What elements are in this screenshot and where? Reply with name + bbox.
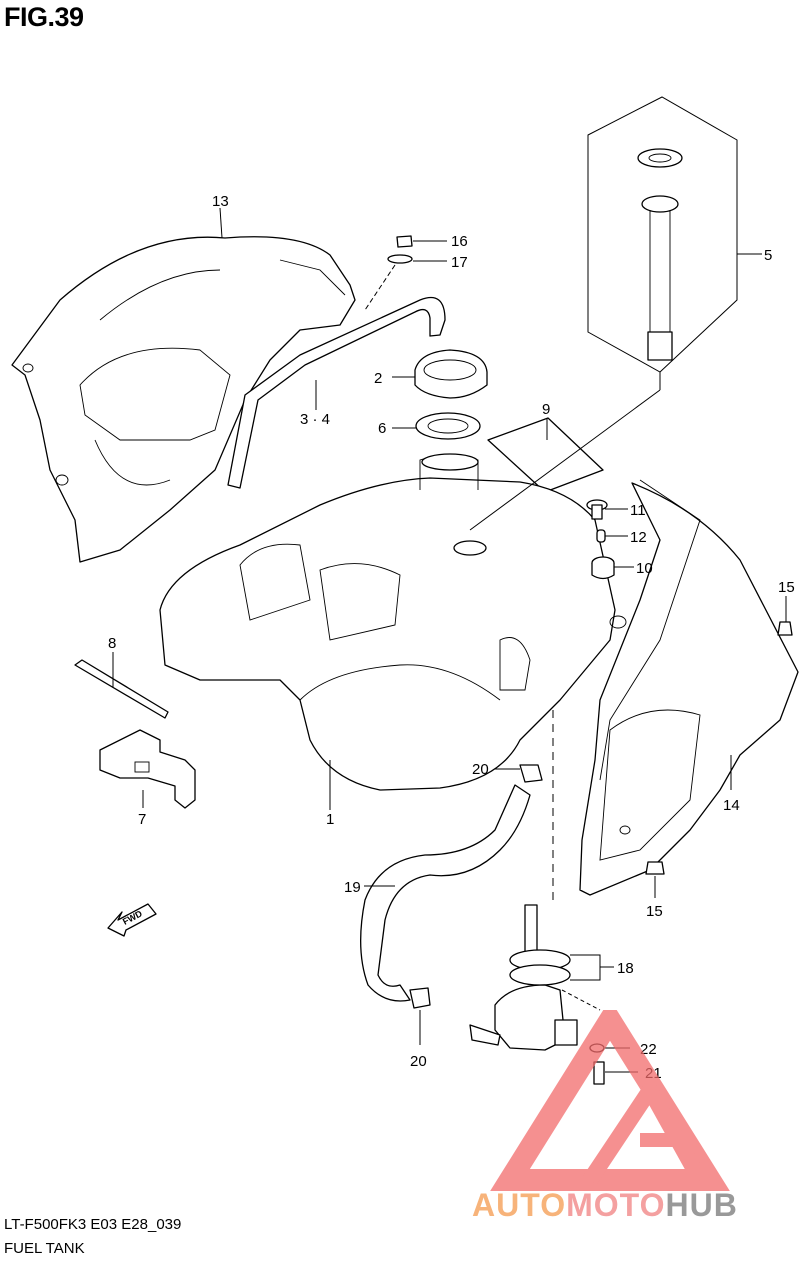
figure-name: FUEL TANK [4,1240,85,1257]
leader-lines [112,207,787,1073]
callout-18: 18 [617,960,634,977]
part-10-cushion [591,556,615,580]
callout-2: 2 [374,370,382,387]
figure-code: LT-F500FK3 E03 E28_039 [4,1216,182,1233]
figure-title: FIG.39 [4,2,84,32]
part-7-bracket [99,729,196,809]
callout-7: 7 [138,811,146,828]
callout-15-lower: 15 [646,903,663,920]
callout-1: 1 [326,811,334,828]
watermark-text-moto: MOTO [566,1187,665,1223]
part-16-clip [396,235,413,248]
callout-9: 9 [542,401,550,418]
automotohub-watermark: AUTOMOTOHUB [472,1010,738,1223]
fuel-valve-assembly [469,904,605,1085]
part-14-side-cover [579,479,799,896]
callout-19: 19 [344,879,361,896]
watermark-triangle-icon [490,1010,730,1191]
part-12-collar [596,529,606,543]
part-15-bolt-upper [777,621,793,636]
part-8-cable-tie [74,659,169,719]
callout-5: 5 [764,247,772,264]
callout-6: 6 [378,420,386,437]
callout-17: 17 [451,254,468,271]
callout-16: 16 [451,233,468,250]
watermark-text-auto: AUTO [472,1187,566,1223]
part-15-bolt-lower [645,861,665,875]
callout-12: 12 [630,529,647,546]
part-17-clip [387,254,413,264]
callout-22: 22 [640,1041,657,1058]
callout-13: 13 [212,193,229,210]
callout-14: 14 [723,797,740,814]
part-13-side-cover [11,236,356,563]
callout-20-upper: 20 [472,761,489,778]
callout-3-4: 3 · 4 [300,411,330,428]
part-3-4-hose [227,296,446,489]
fwd-arrow-icon: FWD [107,903,157,937]
part-6-gasket [415,412,481,440]
part-1-fuel-tank [159,453,627,791]
part-20-clamp-upper [519,764,543,783]
watermark-text-hub: HUB [665,1187,737,1223]
callout-10: 10 [636,560,653,577]
callout-15-upper: 15 [778,579,795,596]
callout-20-lower: 20 [410,1053,427,1070]
callout-11: 11 [630,502,646,519]
svg-text:AUTOMOTOHUB: AUTOMOTOHUB [472,1187,738,1223]
part-20-clamp-lower [409,987,431,1009]
part-11-bolt [586,499,608,520]
callout-8: 8 [108,635,116,652]
part-9-label [487,417,604,493]
part-5-fuel-sender [587,96,738,390]
part-2-fuel-cap [414,349,488,399]
part-19-fuel-hose [360,784,531,1002]
